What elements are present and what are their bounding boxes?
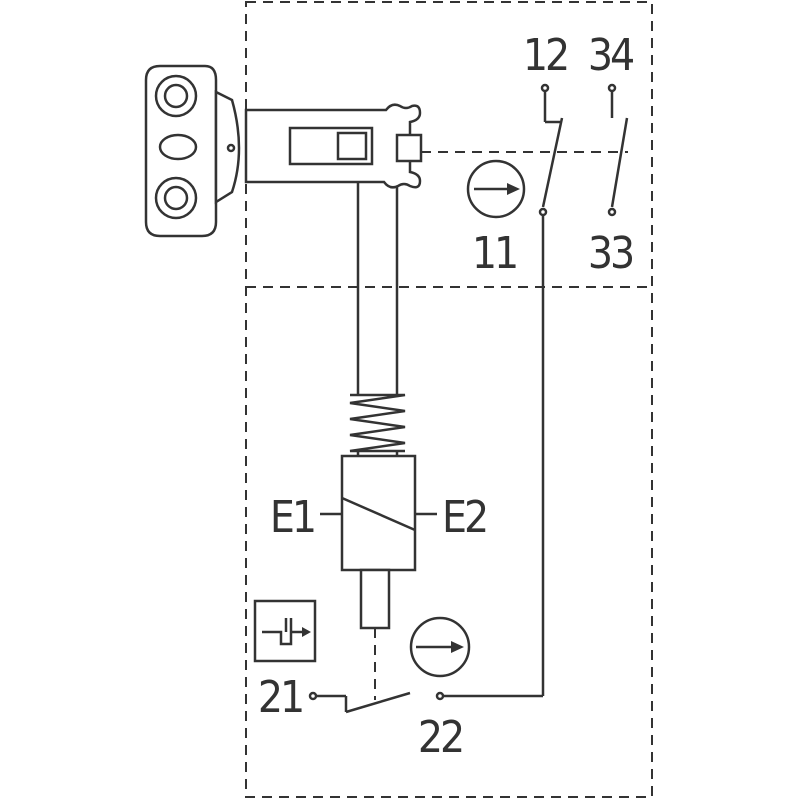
terminal-22-label: 22 bbox=[418, 712, 462, 763]
latching-symbol-icon bbox=[253, 599, 317, 663]
roller-actuator-icon bbox=[144, 64, 241, 238]
terminal-21-label: 21 bbox=[258, 672, 302, 723]
terminal-11-label: 11 bbox=[472, 228, 516, 279]
terminal-12-label: 12 bbox=[523, 30, 567, 81]
rotation-direction-icon bbox=[466, 159, 526, 219]
coil-terminal-e1: E1 bbox=[270, 492, 314, 543]
contact-33-34 bbox=[607, 83, 629, 217]
spring bbox=[349, 393, 406, 456]
enclosure-outline bbox=[245, 1, 653, 798]
contact-21-22 bbox=[308, 628, 445, 714]
terminal-33-label: 33 bbox=[588, 228, 633, 279]
rotation-direction-icon-lower bbox=[409, 616, 471, 678]
contact-11-12 bbox=[443, 83, 564, 698]
plunger-rod bbox=[356, 182, 399, 395]
solenoid-coil bbox=[320, 454, 437, 630]
coil-terminal-e2: E2 bbox=[442, 492, 486, 543]
terminal-34-label: 34 bbox=[588, 30, 633, 81]
actuator-slide bbox=[244, 103, 423, 189]
